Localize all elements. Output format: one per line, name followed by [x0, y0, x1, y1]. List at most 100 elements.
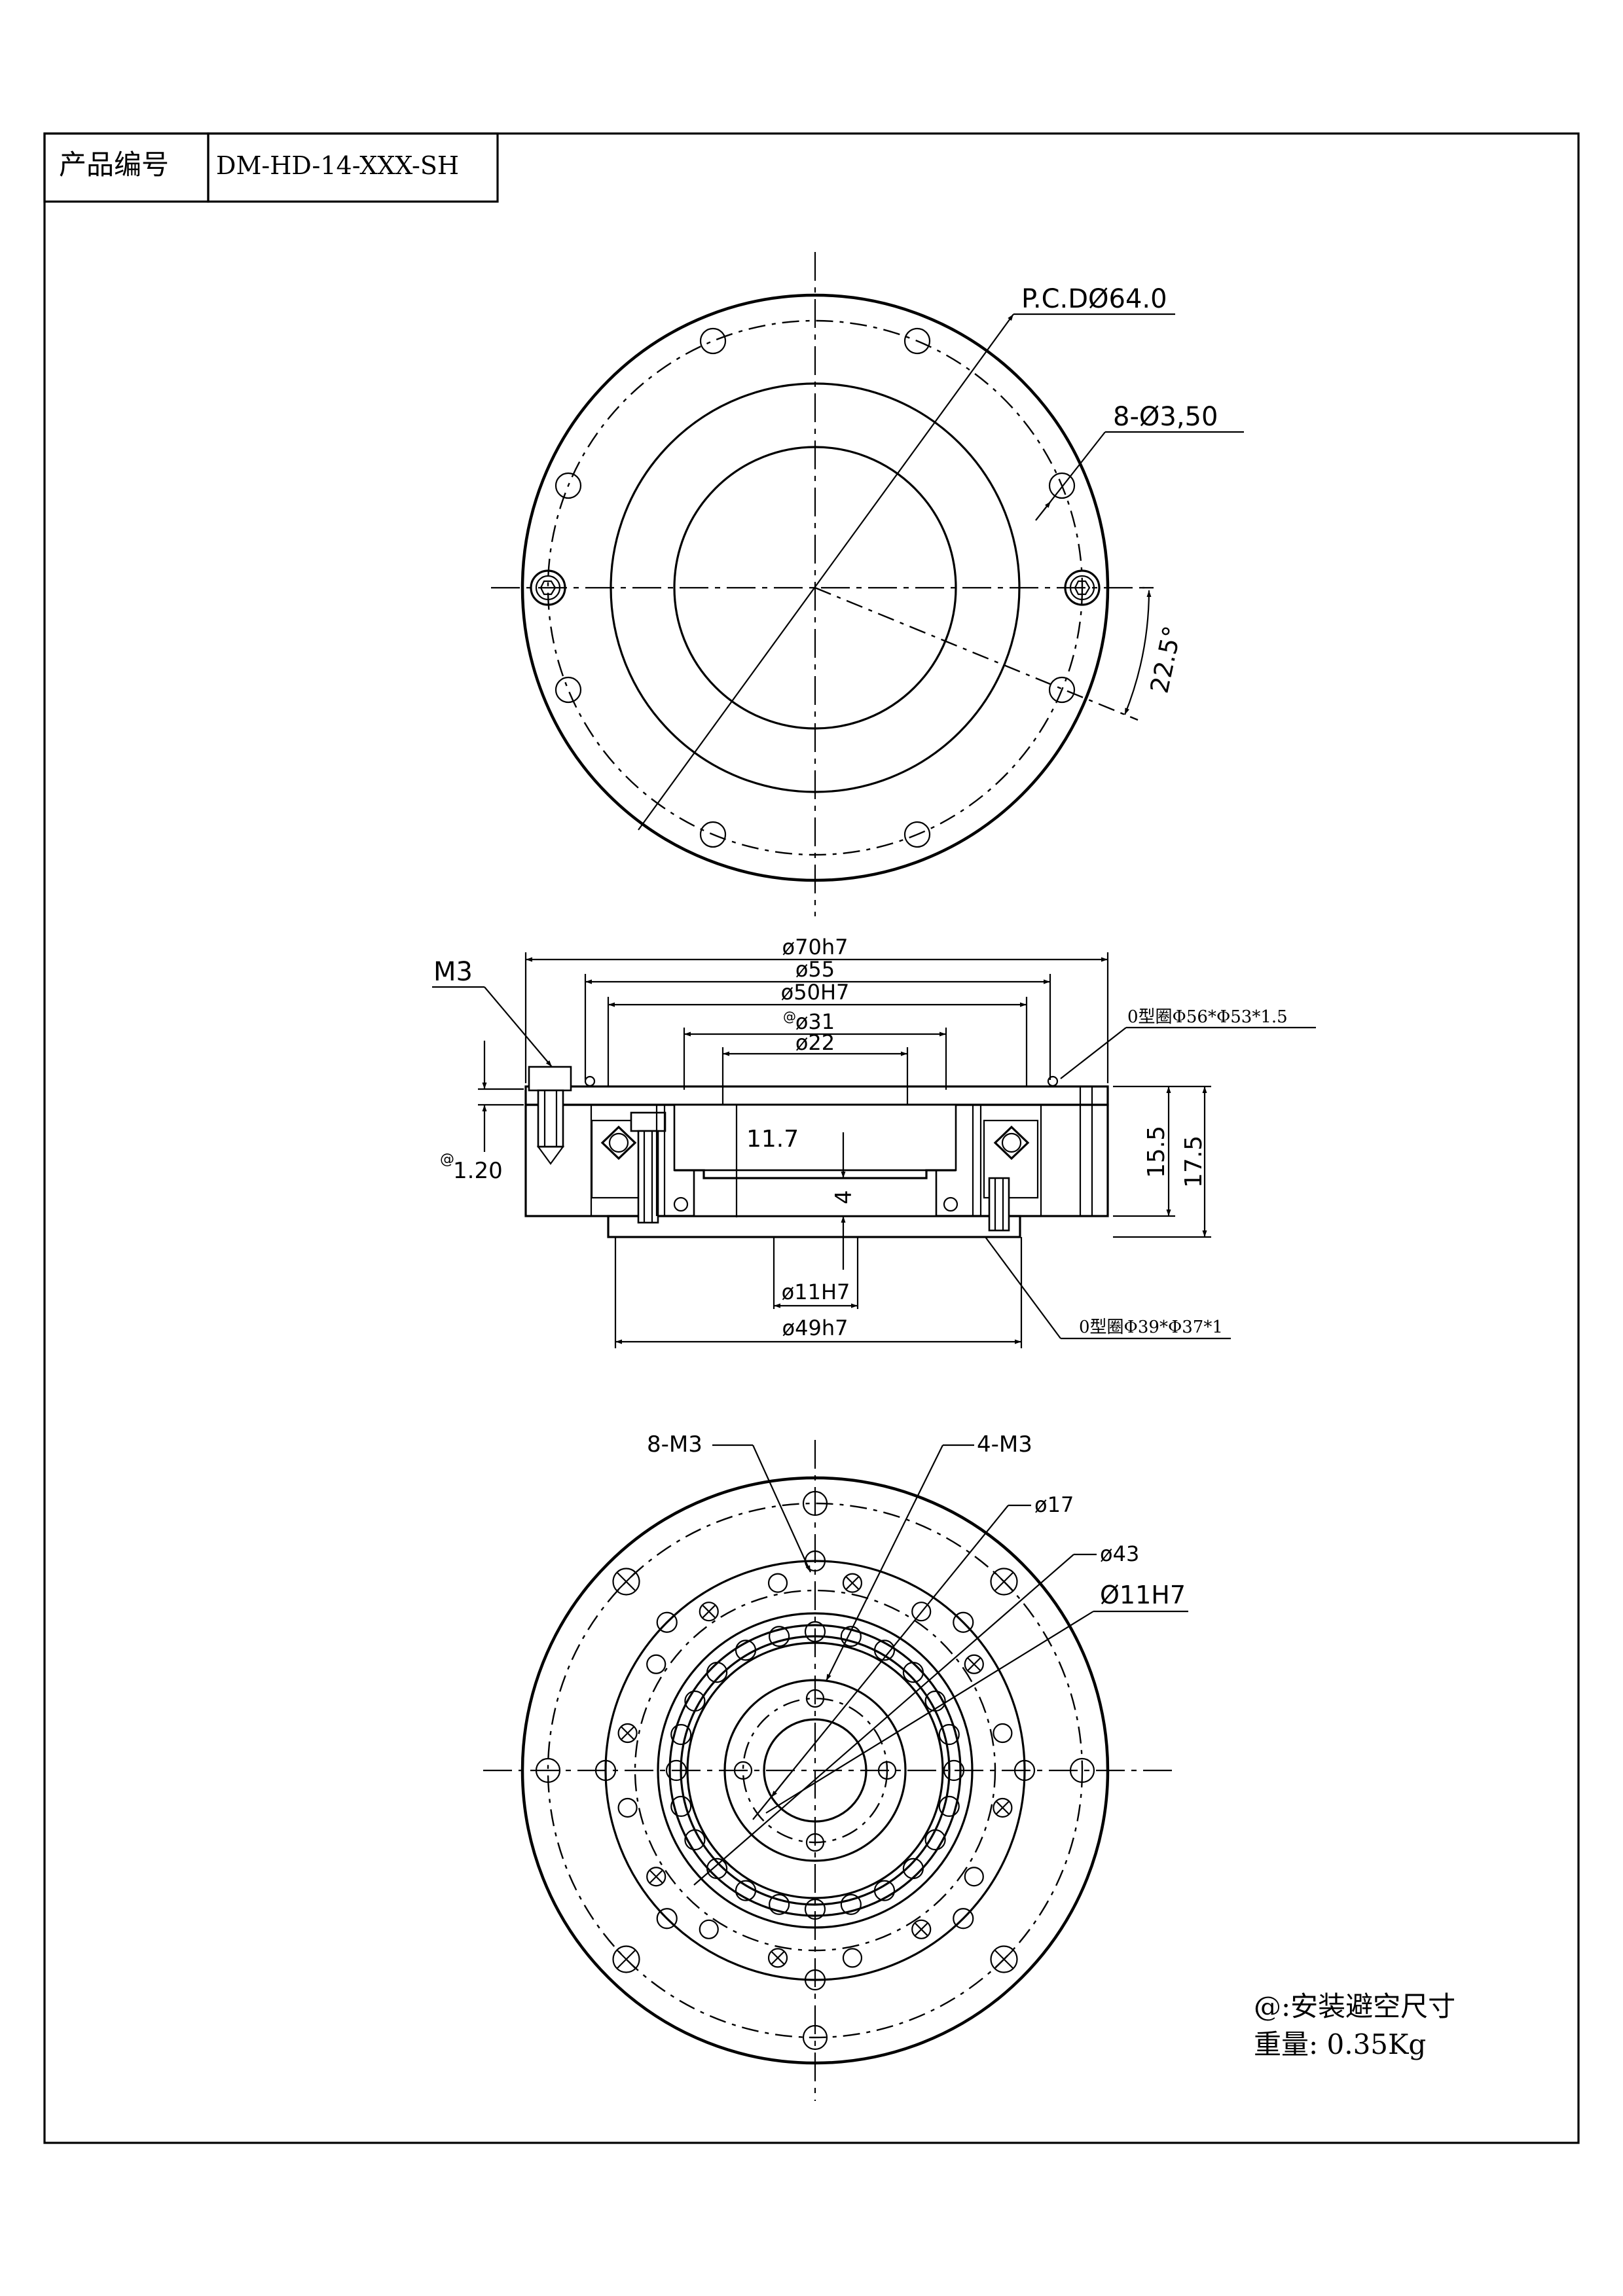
bearing-roller [840, 1893, 862, 1915]
outer-hole [612, 1568, 640, 1596]
dim-4: 4 [831, 1190, 857, 1204]
at-mark-d31: @ [783, 1009, 796, 1024]
inner-hole [877, 1761, 897, 1780]
outer-hole [990, 1945, 1018, 1973]
hole-cross [771, 1950, 785, 1965]
dim-d31: ø31 [795, 1009, 835, 1034]
outer-hole [802, 1490, 828, 1516]
hole-cross [649, 1869, 663, 1884]
dim-117: 11.7 [746, 1126, 799, 1153]
ring-hole [656, 1611, 678, 1633]
section-view: ø70h7 ø55 ø50H7 ø31 @ ø22 [432, 935, 1316, 1348]
outer-hole [535, 1757, 561, 1784]
mid-hole [911, 1919, 932, 1939]
product-code: DM-HD-14-XXX-SH [216, 151, 459, 180]
ring-hole [594, 1759, 617, 1782]
hole-cross [995, 1801, 1010, 1815]
mid-hole [767, 1948, 788, 1968]
outer-hole [802, 2024, 828, 2051]
dim-155: 15.5 [1143, 1126, 1170, 1178]
bearing-roller [924, 1829, 946, 1851]
bottom-view: 8-M3 4-M3 ø17 ø43 Ø11H7 [483, 1431, 1188, 2101]
label-d11h7: Ø11H7 [1100, 1581, 1186, 1609]
bearing-roller [684, 1690, 706, 1712]
dim-d70: ø70h7 [782, 935, 848, 960]
title-label: 产品编号 [59, 149, 169, 181]
outer-bolt-holes [535, 1490, 1095, 2051]
mid-hole [964, 1654, 984, 1674]
bearing-roller [943, 1759, 965, 1782]
pcd-label: P.C.DØ64.0 [1021, 284, 1167, 314]
mid-hole [699, 1919, 719, 1939]
hole-cross [914, 1922, 929, 1937]
mid-hole [964, 1867, 984, 1887]
bearing-roller [706, 1661, 728, 1683]
at-mark-120: @ [440, 1151, 454, 1168]
bearing-roller [938, 1795, 960, 1817]
hole-count-label: 8-Ø3,50 [1113, 402, 1218, 432]
dim-d49: ø49h7 [782, 1316, 848, 1340]
oring-bottom-label: 0型圈Φ39*Φ37*1 [1079, 1318, 1223, 1337]
bearing-roller [902, 1661, 924, 1683]
label-4-m3: 4-M3 [977, 1431, 1032, 1458]
oring-top-label: 0型圈Φ56*Φ53*1.5 [1127, 1007, 1288, 1027]
bearing-roller [735, 1640, 757, 1661]
hole-cross [701, 1604, 716, 1619]
top-bolt-holes [530, 327, 1101, 848]
dim-d11: ø11H7 [782, 1280, 850, 1304]
bearing-roller [684, 1829, 706, 1851]
bearing-rollers [665, 1621, 965, 1920]
bearing-roller [938, 1724, 960, 1746]
bearing-roller [873, 1880, 896, 1901]
bearing-roller [670, 1795, 692, 1817]
dim-d22: ø22 [795, 1030, 835, 1055]
note-weight: 重量: 0.35Kg [1254, 2028, 1426, 2060]
bearing-roller [924, 1690, 946, 1712]
hole-cross [616, 1949, 636, 1969]
title-block: 产品编号 DM-HD-14-XXX-SH [43, 132, 499, 203]
mid-hole [842, 1573, 863, 1593]
bearing-roller [873, 1640, 896, 1661]
notes-block: @:安装避空尺寸 重量: 0.35Kg [1254, 1990, 1455, 2060]
bearing-roller [840, 1626, 862, 1647]
bearing-roller [804, 1621, 826, 1643]
label-d43: ø43 [1100, 1541, 1139, 1566]
dim-175: 17.5 [1180, 1136, 1207, 1188]
hole-cross [845, 1575, 860, 1590]
outer-hole [612, 1945, 640, 1973]
inner-m3-holes [594, 1550, 1036, 1991]
bearing-roller [902, 1857, 924, 1880]
mid-hole [842, 1948, 863, 1968]
bearing-roller [706, 1857, 728, 1880]
mid-hole [646, 1867, 666, 1887]
ring-hole [804, 1969, 826, 1991]
note-clearance: @:安装避空尺寸 [1254, 1990, 1455, 2022]
outer-hole [1069, 1757, 1095, 1784]
mid-hole [767, 1573, 788, 1593]
mid-hole [993, 1723, 1013, 1744]
angle-label: 22.5° [1145, 623, 1188, 695]
label-d17: ø17 [1034, 1492, 1074, 1517]
inner-hole [805, 1689, 825, 1708]
bearing-roller [769, 1626, 790, 1647]
thread-label-m3: M3 [433, 957, 473, 987]
hole-cross [994, 1949, 1014, 1969]
ring-hole [953, 1908, 974, 1929]
bearing-roller [665, 1759, 687, 1782]
hole-cross [620, 1726, 635, 1740]
mid-hole [911, 1602, 932, 1622]
inner-hole [805, 1833, 825, 1852]
mid-hole [993, 1797, 1013, 1818]
ring-hole [1013, 1759, 1036, 1782]
bearing-roller [670, 1724, 692, 1746]
hole-cross [616, 1571, 636, 1592]
drawing-frame [43, 132, 1580, 2144]
outer-hole [990, 1568, 1018, 1596]
ring-hole [953, 1611, 974, 1633]
top-view: P.C.DØ64.0 8-Ø3,50 22.5° [491, 252, 1244, 916]
bearing-roller [804, 1898, 826, 1920]
dim-d50: ø50H7 [781, 980, 850, 1005]
label-8-m3: 8-M3 [647, 1431, 702, 1458]
mid-hole [617, 1723, 638, 1744]
